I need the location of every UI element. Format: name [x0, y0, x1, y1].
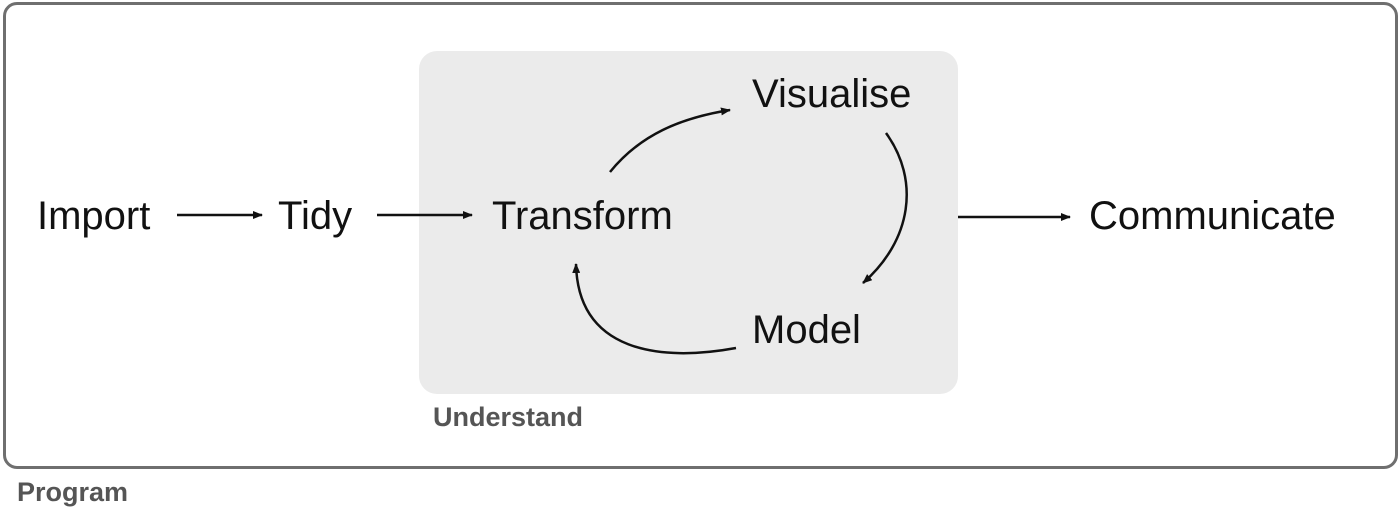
node-tidy: Tidy: [278, 194, 353, 238]
node-model: Model: [752, 308, 861, 352]
arrow-transform-to-visualise: [609, 107, 731, 173]
understand-container: [419, 51, 958, 394]
group-label-program: Program: [17, 477, 129, 507]
node-transform: Transform: [492, 194, 673, 238]
node-visualise: Visualise: [752, 72, 912, 116]
node-communicate: Communicate: [1089, 194, 1336, 238]
program-container: [3, 2, 1398, 469]
node-import: Import: [37, 194, 151, 238]
arrow-model-to-transform: [572, 263, 737, 355]
arrow-visualise-to-model: [862, 132, 908, 284]
group-label-understand: Understand: [433, 402, 584, 432]
